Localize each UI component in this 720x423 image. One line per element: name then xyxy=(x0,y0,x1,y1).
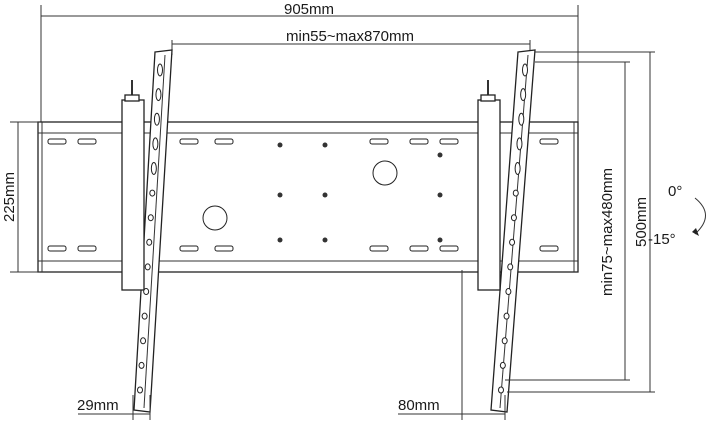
plate-slot xyxy=(77,138,97,145)
bracket-hole xyxy=(144,263,151,271)
plate-slot xyxy=(369,138,389,145)
bracket-hole xyxy=(516,137,523,151)
plate-hole xyxy=(322,142,328,148)
bracket-hole xyxy=(522,63,528,77)
bracket-hole xyxy=(507,263,514,271)
vesa-horizontal-dimension: min55~max870mm xyxy=(171,28,531,55)
plate-slot xyxy=(214,245,234,252)
bracket-hole xyxy=(155,88,162,102)
plate-hole xyxy=(277,237,283,243)
plate-slot xyxy=(439,245,459,252)
plate-hole xyxy=(437,192,443,198)
min-depth-label: 29mm xyxy=(77,397,119,414)
vesa-horizontal-label: min55~max870mm xyxy=(286,28,414,45)
plate-slot xyxy=(369,245,389,252)
bracket-hole xyxy=(514,161,521,175)
bracket-hole xyxy=(157,63,163,77)
bracket-hole xyxy=(141,312,148,320)
tilt-top-label: 0° xyxy=(668,183,682,200)
plate-hole xyxy=(322,192,328,198)
min-depth-dimension: 29mm xyxy=(77,395,151,420)
plate-slot xyxy=(47,245,67,252)
plate-hole xyxy=(437,152,443,158)
plate-height-label: 225mm xyxy=(1,172,18,222)
plate-height-dimension: 225mm xyxy=(1,121,40,273)
bracket-hole xyxy=(138,361,145,369)
plate-hole xyxy=(437,237,443,243)
bracket-hole xyxy=(499,361,506,369)
bracket-hole xyxy=(153,112,160,126)
bracket-hole xyxy=(149,189,156,197)
vesa-vertical-dimension: min75~max480mm xyxy=(505,61,630,381)
tilt-arrow-icon xyxy=(694,197,706,235)
overall-width-label: 905mm xyxy=(284,1,334,18)
plate-slot xyxy=(439,138,459,145)
left-bracket xyxy=(121,49,173,413)
bracket-hole xyxy=(150,161,157,175)
bracket-hole xyxy=(137,386,143,394)
max-depth-dimension: 80mm xyxy=(398,270,506,420)
plate-hole xyxy=(277,142,283,148)
right-bracket xyxy=(477,49,536,413)
tilt-indicator: 0° -15° xyxy=(648,183,706,248)
plate-slot xyxy=(179,138,199,145)
plate-slot xyxy=(539,245,559,252)
tilt-bottom-label: -15° xyxy=(648,231,676,248)
bracket-hole xyxy=(501,337,508,345)
max-depth-label: 80mm xyxy=(398,397,440,414)
plate-hole xyxy=(322,237,328,243)
overall-width-dimension: 905mm xyxy=(40,1,579,125)
bracket-hole xyxy=(146,238,153,246)
bracket-hole xyxy=(503,312,510,320)
plate-slot xyxy=(539,138,559,145)
bracket-hole xyxy=(510,214,517,222)
plate-slot xyxy=(409,245,429,252)
arm-height-label: 500mm xyxy=(633,197,650,247)
bracket-hole xyxy=(505,288,512,296)
plate-slot xyxy=(77,245,97,252)
plate-hole xyxy=(277,192,283,198)
plate-slot xyxy=(47,138,67,145)
arrow-head-icon xyxy=(692,228,699,236)
bracket-hole xyxy=(152,137,159,151)
bracket-hole xyxy=(143,288,150,296)
vesa-vertical-label: min75~max480mm xyxy=(599,168,616,296)
bracket-hole xyxy=(498,386,504,394)
bracket-hole xyxy=(518,112,525,126)
bracket-hole xyxy=(512,189,519,197)
bracket-hole xyxy=(520,88,527,102)
bracket-hole xyxy=(509,238,516,246)
plate-slot xyxy=(409,138,429,145)
arm-height-dimension: 500mm xyxy=(507,51,655,393)
bracket-hole xyxy=(147,214,154,222)
bracket-hole xyxy=(140,337,147,345)
plate-slot xyxy=(179,245,199,252)
plate-slot xyxy=(214,138,234,145)
